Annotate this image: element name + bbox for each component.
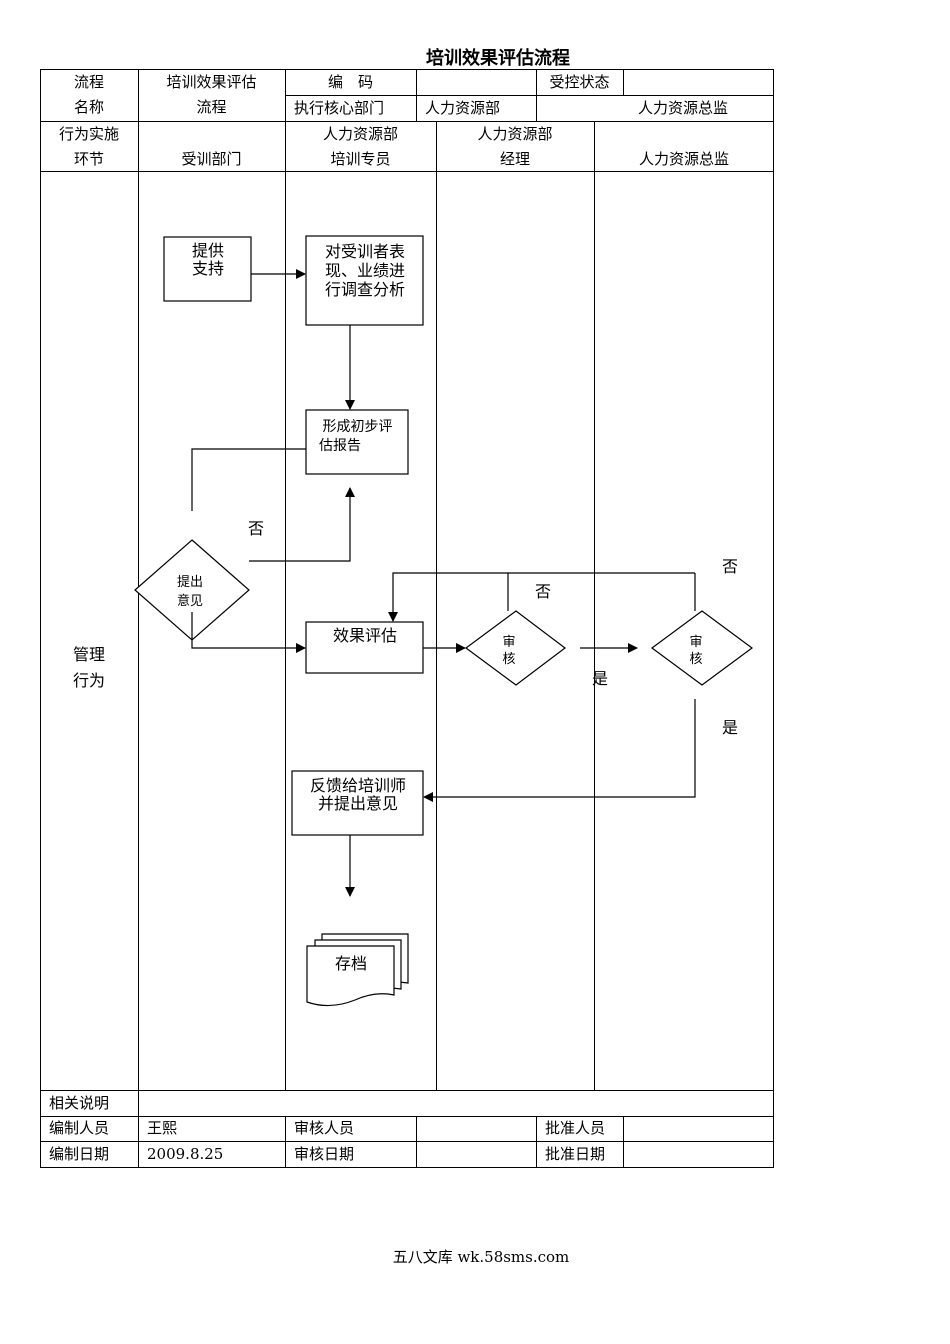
page-title: 培训效果评估流程 <box>426 48 570 69</box>
approve-date-value <box>623 1142 774 1167</box>
feedback-label: 反馈给培训师并提出意见 <box>309 776 406 813</box>
control-status-label: 受控状态 <box>549 73 610 91</box>
archive-doc-front <box>306 945 395 1007</box>
label-yes-manager: 是 <box>592 669 609 688</box>
survey-analysis-box <box>305 235 424 326</box>
arrow-director-yes-to-feedback <box>423 699 696 802</box>
body-row-label: 管理行为 <box>72 645 105 690</box>
arrow-opinion-to-evaluation <box>191 612 306 653</box>
review-date-value <box>416 1142 536 1167</box>
notes-value <box>138 1091 774 1116</box>
exec-dept-value: 人力资源部 <box>425 99 501 117</box>
label-no-manager: 否 <box>535 582 552 601</box>
survey-analysis-label: 对受训者表现、业绩进行调查分析 <box>324 242 405 299</box>
arrow-opinion-no-to-report <box>249 487 355 562</box>
review-date-label: 审核日期 <box>294 1145 355 1163</box>
review-manager-label: 审核 <box>502 635 516 667</box>
lane-row-label: 行为实施环节 <box>58 125 119 168</box>
lane-header-trainee-dept: 受训部门 <box>181 150 242 168</box>
exec-dept-label: 执行核心部门 <box>294 99 385 117</box>
preliminary-report-label: 形成初步评估报告 <box>319 419 393 454</box>
archive-label: 存档 <box>334 954 367 973</box>
approve-date-label: 批准日期 <box>545 1145 606 1163</box>
lane-header-hr-director: 人力资源总监 <box>638 150 729 168</box>
review-director-diamond <box>650 610 754 686</box>
provide-support-label: 提供支持 <box>191 241 224 278</box>
review-manager-diamond <box>464 610 566 686</box>
line-report-to-opinion <box>191 448 306 511</box>
feedback-box <box>291 770 424 836</box>
watermark-footer: 五八文库 wk.58sms.com <box>392 1248 570 1266</box>
editor-label: 编制人员 <box>49 1119 110 1137</box>
review-director-label: 审核 <box>689 635 703 667</box>
edit-date-value: 2009.8.25 <box>147 1145 224 1163</box>
effect-evaluation-label: 效果评估 <box>332 626 397 645</box>
code-label: 编 码 <box>327 73 373 91</box>
arrow-review-no-to-evaluation <box>388 572 509 622</box>
reviewer-label: 审核人员 <box>294 1119 355 1137</box>
lane-header-training-specialist: 人力资源部培训专员 <box>322 125 398 168</box>
reviewer-value <box>416 1116 536 1141</box>
give-opinion-label: 提出意见 <box>176 575 203 609</box>
label-yes-director: 是 <box>722 718 739 737</box>
effect-evaluation-box <box>305 621 424 674</box>
process-name-label: 流程名称 <box>73 73 104 116</box>
approver-value <box>623 1116 774 1141</box>
preliminary-report-box <box>305 409 409 475</box>
provide-support-box <box>163 236 252 302</box>
label-no-opinion: 否 <box>248 519 265 538</box>
label-no-director: 否 <box>722 557 739 576</box>
approver-label: 批准人员 <box>545 1119 606 1137</box>
lane-header-hr-manager: 人力资源部经理 <box>477 125 553 168</box>
notes-label: 相关说明 <box>49 1094 110 1112</box>
exec-right: 人力资源总监 <box>637 99 728 117</box>
process-name-value: 培训效果评估流程 <box>166 73 257 116</box>
editor-value: 王熙 <box>147 1119 178 1137</box>
edit-date-label: 编制日期 <box>49 1145 110 1163</box>
